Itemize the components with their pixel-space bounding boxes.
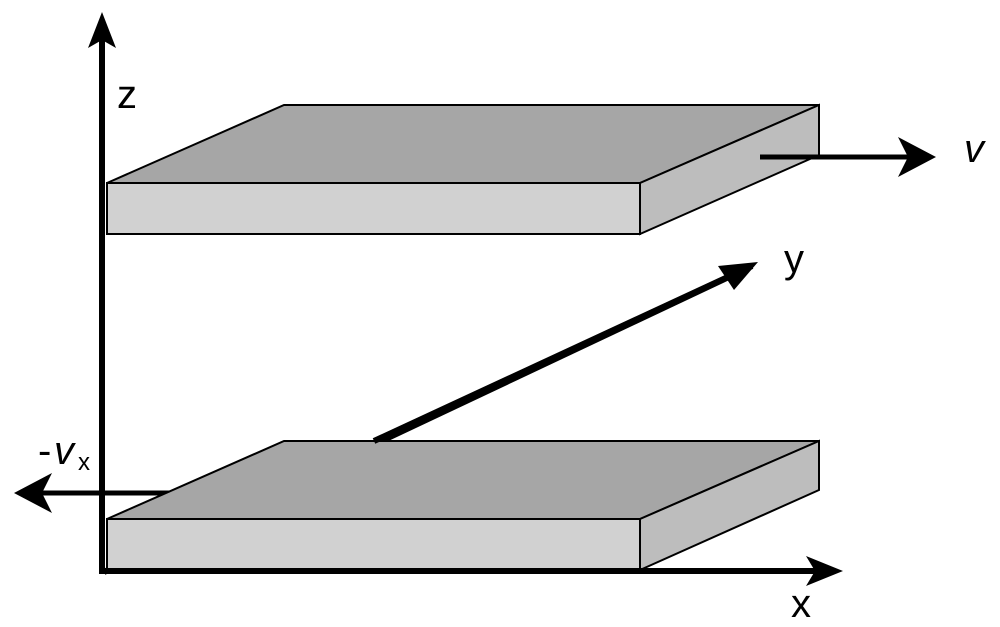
z-axis-arrowhead bbox=[88, 12, 116, 48]
y-axis-visible-segment bbox=[372, 273, 732, 444]
lower-plate-front-face bbox=[106, 518, 641, 571]
x-axis-label: x bbox=[791, 582, 811, 626]
y-axis-label: y bbox=[784, 237, 804, 281]
negative-vx-main: v bbox=[54, 429, 76, 473]
x-axis-arrowhead bbox=[806, 556, 843, 586]
negative-vx-arrowhead bbox=[14, 473, 52, 513]
y-axis-arrowhead bbox=[718, 262, 758, 290]
negative-vx-sign: - bbox=[38, 429, 51, 473]
lower-plate bbox=[106, 439, 820, 572]
upper-plate-front-face bbox=[106, 182, 641, 235]
v-label: v bbox=[964, 127, 986, 171]
z-axis-label: z bbox=[117, 73, 137, 117]
negative-vx-label: - v x bbox=[38, 429, 90, 476]
upper-plate bbox=[106, 103, 820, 236]
v-arrowhead bbox=[898, 137, 936, 177]
negative-vx-subscript: x bbox=[78, 449, 90, 476]
